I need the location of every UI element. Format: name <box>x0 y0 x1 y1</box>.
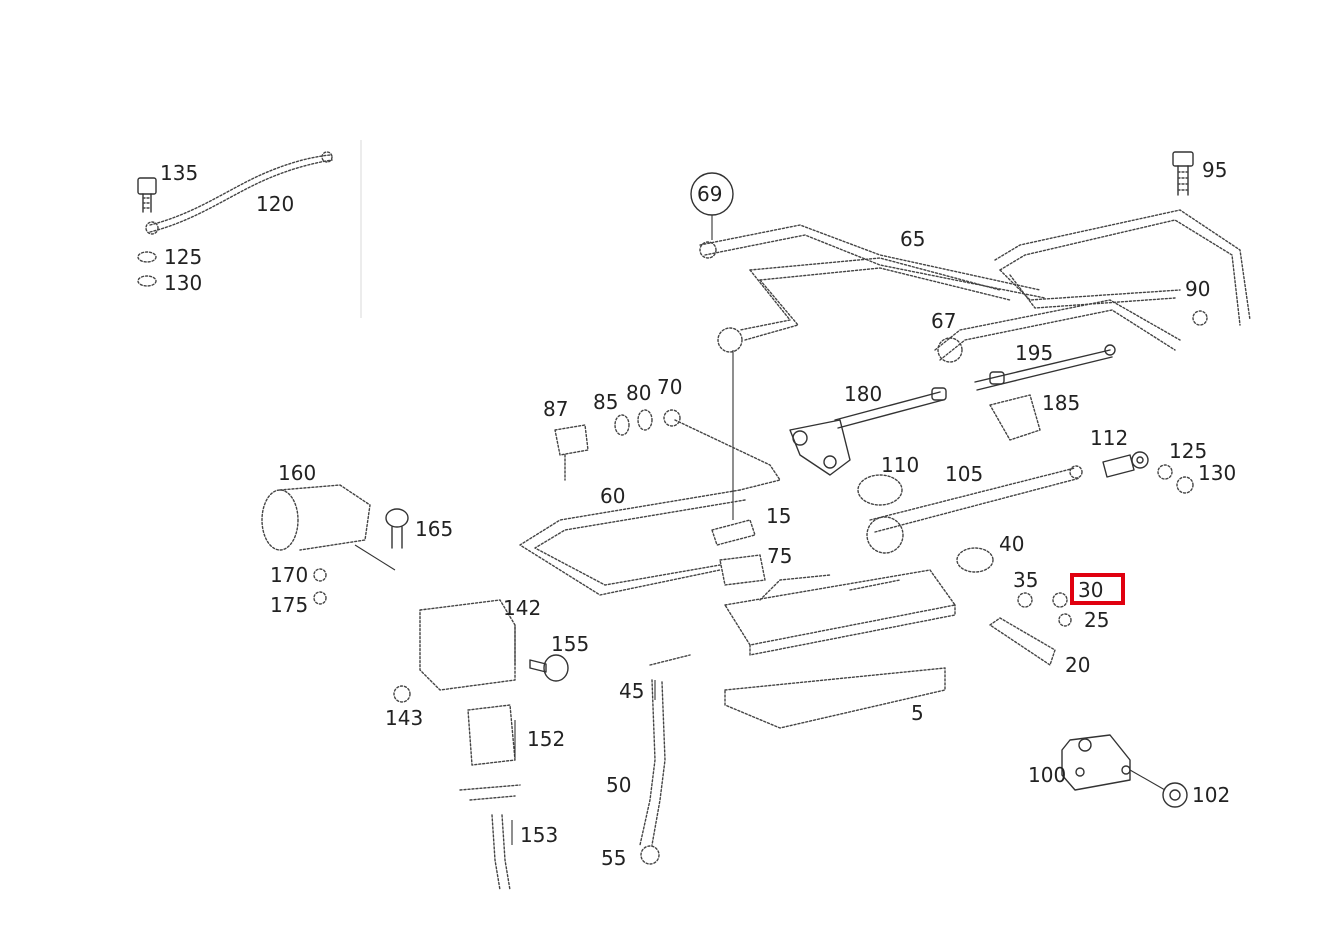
terminal-112-drawing <box>1102 451 1149 478</box>
part-label-80[interactable]: 80 <box>626 381 651 405</box>
part-label-69[interactable]: 69 <box>697 182 722 206</box>
part-label-125-main[interactable]: 125 <box>1169 439 1207 463</box>
wire-153-drawing <box>491 814 511 891</box>
part-label-130-main[interactable]: 130 <box>1198 461 1236 485</box>
part-label-25[interactable]: 25 <box>1084 608 1109 632</box>
bracket-15-drawing <box>711 519 756 546</box>
part-label-135[interactable]: 135 <box>160 161 198 185</box>
part-label-120[interactable]: 120 <box>256 192 294 216</box>
part-label-35[interactable]: 35 <box>1013 568 1038 592</box>
washer-130-main-drawing <box>1176 476 1194 494</box>
part-label-160[interactable]: 160 <box>278 461 316 485</box>
nut-143-drawing <box>393 685 411 703</box>
part-label-50[interactable]: 50 <box>606 773 631 797</box>
part-label-85[interactable]: 85 <box>593 390 618 414</box>
screw-155-drawing <box>529 654 569 682</box>
part-label-175[interactable]: 175 <box>270 593 308 617</box>
cable-45-50-drawing <box>639 654 691 846</box>
part-label-55[interactable]: 55 <box>601 846 626 870</box>
washer-175-drawing <box>313 591 327 605</box>
terminal-55-drawing <box>640 845 660 865</box>
washer-125-main-drawing <box>1157 464 1173 480</box>
part-label-185[interactable]: 185 <box>1042 391 1080 415</box>
rod-105-drawing <box>866 465 1083 554</box>
strap-20-drawing <box>989 617 1056 666</box>
part-label-15[interactable]: 15 <box>766 504 791 528</box>
bolt-95-drawing <box>1172 151 1194 196</box>
part-label-152[interactable]: 152 <box>527 727 565 751</box>
part-label-45[interactable]: 45 <box>619 679 644 703</box>
part-label-5[interactable]: 5 <box>911 701 924 725</box>
part-label-87[interactable]: 87 <box>543 397 568 421</box>
grommet-110-drawing <box>857 474 903 506</box>
part-label-125-inset[interactable]: 125 <box>164 245 202 269</box>
part-label-165[interactable]: 165 <box>415 517 453 541</box>
part-label-155[interactable]: 155 <box>551 632 589 656</box>
part-label-143[interactable]: 143 <box>385 706 423 730</box>
part-label-100[interactable]: 100 <box>1028 763 1066 787</box>
part-label-110[interactable]: 110 <box>881 453 919 477</box>
battery-5-drawing <box>724 569 956 729</box>
part-label-70[interactable]: 70 <box>657 375 682 399</box>
washer-25-drawing <box>1058 613 1072 627</box>
cable-65-drawing <box>699 209 1251 353</box>
part-label-102[interactable]: 102 <box>1192 783 1230 807</box>
part-label-40[interactable]: 40 <box>999 532 1024 556</box>
part-label-195[interactable]: 195 <box>1015 341 1053 365</box>
washer-130-drawing <box>137 275 157 287</box>
part-label-30-highlighted[interactable]: 30 <box>1078 578 1103 602</box>
washer-125-drawing <box>137 251 157 263</box>
bushing-40-drawing <box>956 547 994 573</box>
nut-35-drawing <box>1017 592 1033 608</box>
nut-90-drawing <box>1192 310 1208 326</box>
part-label-105[interactable]: 105 <box>945 462 983 486</box>
cable-120-drawing <box>149 154 331 226</box>
cable-67-drawing <box>934 299 1181 361</box>
part-label-20[interactable]: 20 <box>1065 653 1090 677</box>
part-label-60[interactable]: 60 <box>600 484 625 508</box>
fuse-152-drawing <box>459 704 521 801</box>
part-label-142[interactable]: 142 <box>503 596 541 620</box>
bracket-100-drawing <box>1061 734 1166 791</box>
part-label-65[interactable]: 65 <box>900 227 925 251</box>
highlight-box-30 <box>1070 573 1125 605</box>
part-label-95[interactable]: 95 <box>1202 158 1227 182</box>
part-label-153[interactable]: 153 <box>520 823 558 847</box>
screw-165-drawing <box>385 508 409 549</box>
switch-185-drawing <box>989 394 1041 441</box>
linkage-180-195-drawing <box>789 344 1116 476</box>
part-label-67[interactable]: 67 <box>931 309 956 333</box>
part-label-130-inset[interactable]: 130 <box>164 271 202 295</box>
main-assembly: 69 <box>261 151 1251 891</box>
part-label-75[interactable]: 75 <box>767 544 792 568</box>
washer-170-drawing <box>313 568 327 582</box>
relay-142-drawing <box>419 599 516 691</box>
clip-75-drawing <box>719 554 766 586</box>
part-label-180[interactable]: 180 <box>844 382 882 406</box>
bolt-135-drawing <box>137 177 157 213</box>
hose-60-drawing <box>519 489 746 596</box>
nut-30-drawing <box>1052 592 1068 608</box>
part-label-112[interactable]: 112 <box>1090 426 1128 450</box>
small-parts-70-87-drawing <box>554 409 781 491</box>
nut-102-drawing <box>1162 782 1188 808</box>
motor-160-drawing <box>261 484 396 571</box>
part-label-90[interactable]: 90 <box>1185 277 1210 301</box>
part-label-170[interactable]: 170 <box>270 563 308 587</box>
inset-group: 135 120 125 130 <box>137 140 362 318</box>
